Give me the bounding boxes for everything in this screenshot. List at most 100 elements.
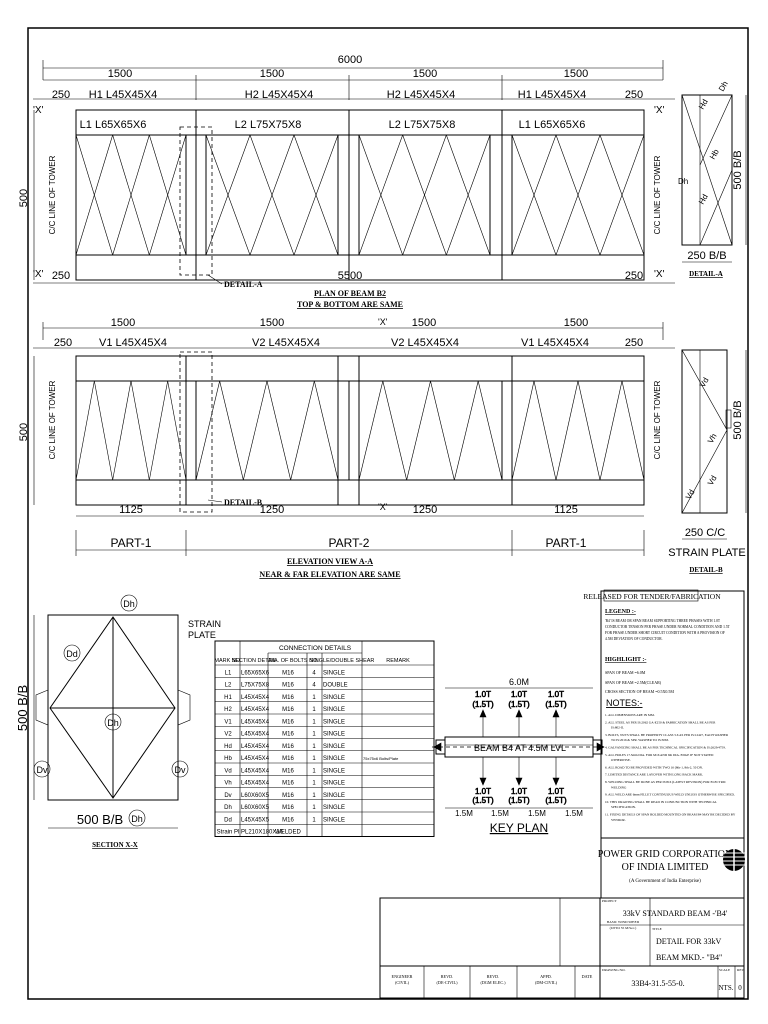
project-label: PROJECT: [602, 899, 618, 903]
table-cell-mark: Hd: [224, 744, 232, 750]
signature-label: (DGM ELEC.): [480, 980, 506, 985]
section-title: SECTION X-X: [92, 841, 138, 849]
detail-a-label-hb: Hb: [708, 147, 721, 161]
elev-bottom-dim-1: 1125: [119, 504, 143, 516]
scale-label: SCALE: [719, 968, 730, 972]
keyplan-load-bottom: 1.0T: [548, 787, 564, 796]
table-cell-mark: H1: [224, 695, 232, 701]
sheet-border: [27, 27, 749, 1000]
table-cell-section: L45X45X4: [241, 732, 270, 738]
section-plate-line-2: PLATE: [188, 630, 216, 640]
signature-label: DATE: [582, 974, 593, 979]
note-item-line: 4. GALVANIZING SHALL BE AS PER TECHNICAL…: [605, 746, 726, 750]
table-cell-no: 1: [312, 805, 316, 811]
table-cell-section: L60X60X5: [241, 805, 270, 811]
signature-label: ENGINEER: [392, 974, 413, 979]
elev-height: 500: [18, 423, 30, 441]
keyplan-load-top-b: (1.5T): [472, 700, 494, 709]
elev-end-right: 250: [625, 337, 643, 349]
company-sub: (A Government of India Enterprise): [629, 879, 701, 884]
detail-a-label-hd-2: Hd: [697, 193, 710, 206]
table-cell-no: 1: [312, 793, 316, 799]
detail-b-label-vh: Vh: [706, 432, 719, 445]
title-line-2: BEAM MKD.- "B4": [656, 953, 722, 962]
keyplan-spacing-1: 1.5M: [455, 809, 473, 818]
keyplan-load-top-b: (1.5T): [508, 700, 530, 709]
table-cell-no: 1: [312, 817, 316, 823]
table-cell-bolt: M16: [282, 695, 294, 701]
table-cell-bolt: M16: [282, 683, 294, 689]
table-cell-bolt: M16: [282, 817, 294, 823]
signature-label: APPD.: [540, 974, 552, 979]
table-cell-mark: L1: [225, 670, 232, 676]
section-label-dh-mid: Dh: [107, 718, 119, 728]
elev-span-3: 1500: [412, 317, 436, 329]
elev-member-v1-left: V1 L45X45X4: [99, 337, 167, 349]
table-cell-no: 1: [312, 768, 316, 774]
plan-member-h1-left: H1 L45X45X4: [89, 89, 158, 101]
note-item-line: VENDOR.: [611, 818, 626, 822]
note-item-line: 8. WELDING SHALL BE DONE AS PER IS:816 (…: [605, 780, 727, 784]
plan-detail-ref: DETAIL-A: [224, 280, 263, 289]
highlight-1: SPAN OF BEAM =6.0M: [605, 670, 646, 675]
elev-detail-ref: DETAIL-B: [224, 498, 263, 507]
section-plate-line-1: STRAIN: [188, 619, 221, 629]
section-label-dd: Dd: [66, 649, 78, 659]
plan-chord-l1-left: L1 L65X65X6: [80, 119, 147, 131]
table-cell-bolt: WELDED: [275, 830, 301, 836]
elev-title: ELEVATION VIEW A-A: [287, 557, 373, 566]
table-cell-mark: Dv: [224, 793, 231, 799]
table-cell-no: 4: [312, 683, 316, 689]
detail-b-label-vd-2: Vd: [706, 474, 719, 487]
table-header: SECTION DETAIL: [232, 658, 277, 664]
table-cell-section: L65X65X6: [241, 670, 270, 676]
table-cell-mark: Dd: [224, 817, 232, 823]
keyplan-load-bottom-b: (1.5T): [545, 796, 567, 805]
table-cell-shear: SINGLE: [323, 744, 345, 750]
section-dim-w: 500 B/B: [77, 812, 123, 827]
table-cell-shear: SINGLE: [323, 707, 345, 713]
plan-chord-l2-right: L2 L75X75X8: [389, 119, 456, 131]
table-group-header: CONNECTION DETAILS: [279, 645, 352, 652]
title-line-1: DETAIL FOR 33kV: [656, 937, 722, 946]
table-cell-shear: SINGLE: [323, 732, 345, 738]
keyplan-load-bottom: 1.0T: [475, 787, 491, 796]
detail-a-label-dh-top: Dh: [717, 80, 730, 93]
table-cell-bolt: M16: [282, 732, 294, 738]
note-item-line: 6. ALL ROAD TO BE PROVIDED WITH TWO 16 (…: [605, 765, 703, 770]
table-cell-bolt: M16: [282, 805, 294, 811]
note-item-line: TO IS:2016 & SPR. WASHER TO IS:3063.: [611, 738, 669, 742]
section-label-dv-left: Dv: [37, 765, 48, 775]
table-cell-bolt: M16: [282, 744, 294, 750]
table-cell-shear: DOUBLE: [323, 683, 348, 689]
elev-span-4: 1500: [564, 317, 588, 329]
table-cell-section: L45X45X4: [241, 707, 270, 713]
wind-label-1: BASIC WIND SPEED: [607, 920, 640, 924]
plan-chord-l1-right: L1 L65X65X6: [519, 119, 586, 131]
table-cell-bolt: M16: [282, 793, 294, 799]
title-block: POWER GRID CORPORATION OF INDIA LIMITED …: [379, 837, 745, 999]
note-item-line: 2. ALL STEEL AS PER IS:2062 GA-E250 & FA…: [605, 720, 716, 724]
note-item-line: 7. LIMITED DISTANCE ARE LAYOVER WITH LON…: [605, 773, 703, 777]
table-cell-shear: SINGLE: [323, 817, 345, 823]
plan-member-h1-right: H1 L45X45X4: [518, 89, 587, 101]
elev-part-1-left: PART-1: [111, 536, 152, 550]
plan-end-right-bottom: 250: [625, 270, 643, 282]
detail-b-title: DETAIL-B: [689, 566, 723, 574]
detail-b-label-vd-3: Vd: [684, 488, 697, 501]
plan-member-h2-left: H2 L45X45X4: [245, 89, 314, 101]
plan-end-right: 250: [625, 89, 643, 101]
elev-span-2: 1500: [260, 317, 284, 329]
table-cell-mark: Vd: [224, 768, 231, 774]
table-cell-section: L45X45X4: [241, 781, 270, 787]
plan-tower-line-left: C/C LINE OF TOWER: [48, 155, 57, 234]
table-cell-no: 1: [312, 695, 316, 701]
elevation-view: 1500 1500 1500 1500 'X' 'X' 250 250 V1 L…: [18, 317, 675, 579]
legend-title: LEGEND :-: [605, 609, 636, 615]
elev-member-v2-left: V2 L45X45X4: [252, 337, 320, 349]
table-cell-bolt: M16: [282, 670, 294, 676]
keyplan-load-bottom-b: (1.5T): [508, 796, 530, 805]
plan-view: 6000 1500 1500 1500 1500 250 250 H1 L45X…: [18, 54, 675, 309]
plan-x-mark-bl: 'X': [33, 269, 44, 280]
